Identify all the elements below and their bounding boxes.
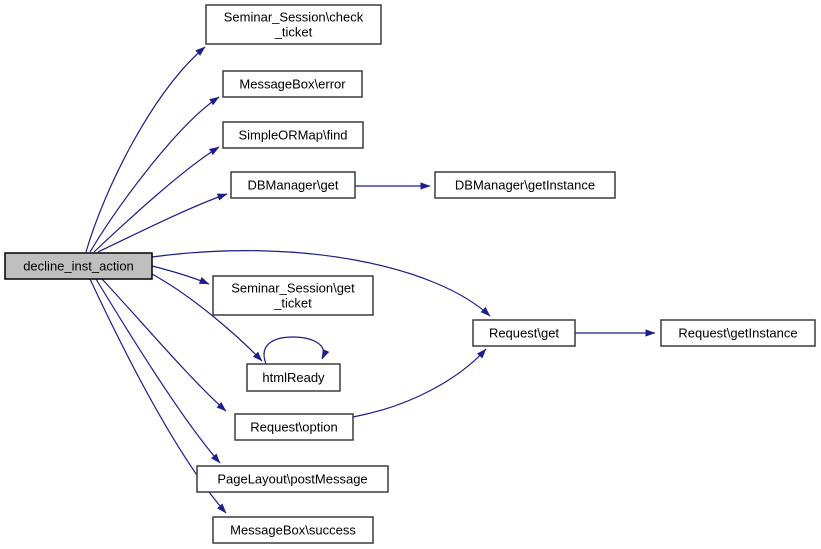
- node-box[interactable]: [196, 465, 389, 493]
- node-label: Seminar_Session\check: [224, 10, 364, 25]
- edge-decline_inst_action--messagebox_error: [89, 96, 220, 253]
- node-label: DBManager\getInstance: [455, 178, 595, 193]
- node-dbmanager_get[interactable]: DBManager\get: [230, 171, 356, 199]
- node-label: MessageBox\error: [239, 77, 346, 92]
- node-box[interactable]: [246, 363, 341, 392]
- edge-htmlready--htmlready: [263, 336, 330, 365]
- node-box[interactable]: [434, 171, 616, 199]
- node-label: Request\getInstance: [678, 326, 797, 341]
- node-layer: decline_inst_action Seminar_Session\check…: [4, 4, 816, 544]
- node-box[interactable]: [472, 319, 576, 347]
- node-label: htmlReady: [262, 370, 325, 385]
- node-seminar_session_get_ticket[interactable]: Seminar_Session\get_ticket: [212, 275, 374, 316]
- node-seminar_session_check_ticket[interactable]: Seminar_Session\check_ticket: [205, 4, 382, 45]
- node-label: SimpleORMap\find: [238, 128, 347, 143]
- node-label: Request\get: [489, 326, 559, 341]
- node-label: MessageBox\success: [230, 523, 356, 538]
- node-box[interactable]: [222, 121, 364, 149]
- edge-decline_inst_action--simpleormap_find: [93, 146, 220, 253]
- node-label: Seminar_Session\get: [231, 281, 355, 296]
- node-pagelayout_postmessage[interactable]: PageLayout\postMessage: [196, 465, 389, 493]
- edge-decline_inst_action--seminar_session_check_ticket: [85, 46, 206, 253]
- node-messagebox_error[interactable]: MessageBox\error: [222, 70, 363, 98]
- node-box[interactable]: [222, 70, 363, 98]
- edge-decline_inst_action--request_option: [101, 278, 227, 412]
- node-box[interactable]: [660, 319, 816, 347]
- node-label: PageLayout\postMessage: [217, 472, 367, 487]
- node-dbmanager_getinstance[interactable]: DBManager\getInstance: [434, 171, 616, 199]
- node-label: decline_inst_action: [23, 259, 134, 274]
- edge-decline_inst_action--pagelayout_postmessage: [95, 278, 221, 464]
- node-decline_inst_action: decline_inst_action: [4, 252, 153, 280]
- node-simpleormap_find[interactable]: SimpleORMap\find: [222, 121, 364, 149]
- edge-decline_inst_action--seminar_session_get_ticket: [151, 265, 210, 285]
- edge-request_option--request_get: [352, 348, 487, 418]
- node-label: DBManager\get: [247, 178, 338, 193]
- node-label: _ticket: [274, 25, 313, 40]
- edge-decline_inst_action--request_get: [151, 250, 491, 317]
- root-node-box: [4, 252, 153, 280]
- node-messagebox_success[interactable]: MessageBox\success: [212, 516, 374, 544]
- node-htmlready[interactable]: htmlReady: [246, 363, 341, 392]
- node-box[interactable]: [205, 4, 382, 45]
- node-request_getinstance[interactable]: Request\getInstance: [660, 319, 816, 347]
- edge-decline_inst_action--dbmanager_get: [97, 193, 228, 253]
- node-box[interactable]: [212, 275, 374, 316]
- node-box[interactable]: [234, 413, 354, 441]
- node-request_get[interactable]: Request\get: [472, 319, 576, 347]
- node-box[interactable]: [212, 516, 374, 544]
- node-box[interactable]: [230, 171, 356, 199]
- node-request_option[interactable]: Request\option: [234, 413, 354, 441]
- node-label: _ticket: [273, 296, 312, 311]
- node-label: Request\option: [250, 420, 337, 435]
